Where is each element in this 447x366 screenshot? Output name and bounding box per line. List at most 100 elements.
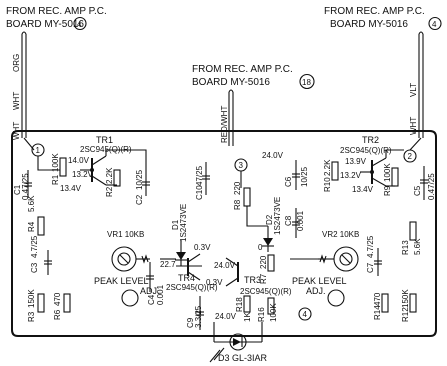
svg-text:VR2 10KB: VR2 10KB — [322, 230, 359, 239]
resistor-r16: R16 100K — [257, 297, 278, 322]
svg-text:R14: R14 — [373, 305, 382, 320]
node-4: 4 — [298, 307, 312, 321]
tr1-base-voltage: 13.2V — [72, 170, 94, 179]
wire-wht-label-1: WHT — [12, 92, 21, 110]
svg-text:4.7/25: 4.7/25 — [30, 235, 39, 258]
header-right-line1: FROM REC. AMP P.C. — [324, 6, 425, 17]
header-center-circle — [299, 73, 315, 90]
svg-text:470: 470 — [373, 292, 382, 306]
header-left-circle-label: 4 — [77, 20, 82, 29]
svg-text:0.001: 0.001 — [156, 284, 165, 305]
mounting-hole-left — [121, 289, 139, 307]
svg-text:R1: R1 — [51, 174, 60, 185]
header-center: FROM REC. AMP P.C. BOARD MY-5016 18 — [192, 64, 315, 90]
resistor-r13: R13 5.6K — [401, 221, 422, 255]
svg-text:C1: C1 — [13, 184, 22, 195]
mounting-hole-right — [327, 289, 345, 307]
label-peak-right: PEAK LEVEL ADJ. — [292, 276, 347, 296]
tr2-base-voltage: 13.2V — [340, 171, 362, 180]
d2-voltage: 0 — [258, 243, 263, 252]
node-2: 2 — [403, 149, 417, 163]
svg-text:C2: C2 — [135, 194, 144, 205]
transistor-tr2: TR2 2SC945(Q)(R) 13.9V 13.2V 13.4V — [340, 135, 392, 194]
transistor-tr4: 22.7 TR4 2SC945(Q)(R) — [160, 253, 218, 292]
header-right-circle — [428, 16, 442, 31]
diode-d2: D2 1S2473VE 0 — [258, 197, 282, 252]
resistor-r12: R12 150K — [401, 289, 417, 322]
resistor-r4: R4 5.6K — [27, 195, 45, 236]
svg-text:2.2K: 2.2K — [105, 167, 114, 184]
svg-text:10/25: 10/25 — [300, 166, 309, 187]
tr1-collector-voltage: 14.0V — [68, 156, 90, 165]
cap-c7: C7 4.7/25 — [366, 235, 382, 276]
svg-text:4: 4 — [303, 310, 308, 319]
transistor-tr3: 24.0V 0.3V TR3 2SC945(Q)(R) — [206, 257, 292, 296]
svg-text:C9: C9 — [186, 317, 195, 328]
header-left: FROM REC. AMP P.C. BOARD MY-5016 4 — [6, 6, 107, 31]
svg-text:4.7/25: 4.7/25 — [366, 235, 375, 258]
transistor-tr1: TR1 2SC945(Q)(R) 14.0V 13.2V 13.4V — [60, 135, 132, 193]
svg-text:10/25: 10/25 — [135, 169, 144, 190]
svg-text:1S2473VE: 1S2473VE — [273, 197, 282, 235]
pcb-outline — [11, 130, 437, 337]
bottom-voltage: 24.0V — [215, 312, 237, 321]
svg-text:3: 3 — [239, 161, 244, 170]
svg-text:470: 470 — [53, 292, 62, 306]
cap-c5: C5 0.47/25 — [413, 166, 436, 200]
resistor-r18: R18 1K — [235, 295, 252, 322]
resistor-r7: R7 220 — [259, 254, 275, 284]
svg-text:47/25: 47/25 — [195, 165, 204, 186]
header-right-line2: BOARD MY-5016 — [330, 19, 408, 30]
wire-vlt-label: VLT — [409, 83, 418, 97]
header-right-circle-label: 4 — [432, 20, 437, 29]
svg-text:5.6K: 5.6K — [27, 195, 36, 212]
header-right: FROM REC. AMP P.C. BOARD MY-5016 4 — [324, 6, 442, 31]
potentiometer-vr2: VR2 10KB — [318, 230, 359, 272]
svg-text:5.6K: 5.6K — [413, 238, 422, 255]
svg-text:0.001: 0.001 — [296, 210, 305, 231]
svg-text:C8: C8 — [284, 215, 293, 226]
svg-text:3.3/25: 3.3/25 — [194, 305, 203, 328]
svg-text:1: 1 — [36, 146, 41, 155]
header-left-line2: BOARD MY-5016 — [6, 19, 84, 30]
cap-c10: C10 47/25 — [195, 162, 210, 200]
resistor-r9: R9 100K — [383, 163, 399, 196]
tr3-collector-voltage: 24.0V — [214, 261, 236, 270]
wire-red-wht-label: RED/WHT — [220, 106, 229, 143]
svg-text:220: 220 — [259, 255, 268, 269]
cap-c4: C4 0.001 — [146, 262, 165, 305]
wire-wht-label-3: WHT — [409, 117, 418, 135]
svg-text:C6: C6 — [284, 176, 293, 187]
svg-text:1K: 1K — [243, 312, 252, 322]
cap-c2: C2 10/25 — [135, 169, 150, 205]
svg-text:C3: C3 — [30, 262, 39, 273]
svg-text:TR3: TR3 — [244, 275, 261, 285]
svg-text:C10: C10 — [195, 185, 204, 200]
svg-text:TR2: TR2 — [362, 135, 379, 145]
svg-text:100K: 100K — [51, 153, 60, 172]
header-left-circle — [73, 16, 87, 31]
cap-c3: C3 4.7/25 — [30, 235, 52, 275]
svg-text:D1: D1 — [171, 219, 180, 230]
svg-text:2.2K: 2.2K — [323, 159, 332, 176]
svg-text:R7: R7 — [259, 273, 268, 284]
svg-text:220: 220 — [233, 181, 242, 195]
svg-text:0.47/25: 0.47/25 — [427, 173, 436, 200]
svg-text:R4: R4 — [27, 221, 36, 232]
led-d3: D3 GL-3IAR — [209, 322, 268, 363]
svg-text:R9: R9 — [383, 185, 392, 196]
tr1-emitter-voltage: 13.4V — [60, 184, 82, 193]
svg-text:D2: D2 — [265, 214, 274, 225]
svg-text:0.47/25: 0.47/25 — [21, 173, 30, 200]
header-center-line2: BOARD MY-5016 — [192, 77, 270, 88]
cap-c9: C9 3.3/25 — [186, 296, 204, 330]
svg-text:R13: R13 — [401, 240, 410, 255]
svg-text:C7: C7 — [366, 262, 375, 273]
svg-text:PEAK LEVEL: PEAK LEVEL — [292, 276, 347, 286]
header-center-circle-label: 18 — [302, 78, 311, 87]
svg-text:C4: C4 — [147, 294, 156, 305]
svg-text:C5: C5 — [413, 185, 422, 196]
svg-text:R6: R6 — [53, 309, 62, 320]
